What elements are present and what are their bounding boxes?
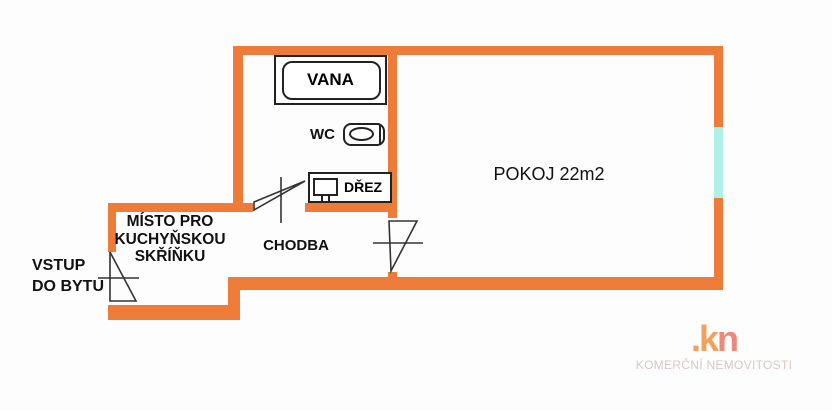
sink-label: DŘEZ [344, 179, 383, 195]
wall-bottom [228, 277, 723, 290]
sink-fixture: DŘEZ [308, 172, 392, 203]
bathtub-label: VANA [307, 70, 354, 89]
agency-logo: .kn KOMERČNÍ NEMOVITOSTI [624, 321, 804, 373]
bathtub-fixture: VANA [274, 55, 387, 105]
wall-bathroom-bottom [305, 203, 397, 212]
wall-left [108, 203, 116, 252]
logo-letter-n: n [717, 318, 739, 359]
logo-letter-k: k [698, 318, 719, 359]
bathtub-inner-rim [282, 61, 381, 100]
door-swing-entrance [98, 251, 139, 302]
toilet-fixture [343, 123, 385, 146]
sink-tap-line [328, 196, 330, 203]
toilet-tank-divider [379, 125, 381, 144]
wall-divider-stub [388, 272, 397, 277]
kn-logo-icon: .kn [624, 321, 804, 357]
kitchen-note-line1: MÍSTO PRO [126, 213, 214, 230]
toilet-label: WC [310, 126, 335, 143]
kitchen-cabinet-note: MÍSTO PRO KUCHYŇSKOU SKŘÍŇKU [105, 213, 235, 266]
entrance-label: VSTUP DO BYTU [32, 255, 104, 297]
door-swing-livingroom [373, 220, 423, 275]
wall-bathroom-left [233, 46, 243, 212]
wall-divider-pokoj [388, 46, 397, 218]
kitchen-note-line3: SKŘÍŇKU [134, 248, 206, 265]
wall-kitchen-top [108, 203, 253, 212]
entrance-label-line1: VSTUP [32, 257, 86, 274]
sink-basin [313, 178, 338, 196]
door-swing-bathroom [253, 177, 306, 223]
room-label-pokoj: POKOJ 22m2 [493, 164, 605, 184]
wall-top [233, 46, 723, 55]
logo-dot: . [690, 318, 701, 359]
logo-subtitle: KOMERČNÍ NEMOVITOSTI [635, 358, 793, 372]
entrance-label-line2: DO BYTU [32, 278, 104, 295]
toilet-bowl [349, 127, 374, 141]
window-right [714, 127, 723, 198]
sink-tap-line [321, 196, 323, 203]
wall-bottom-left [108, 305, 240, 320]
room-label-chodba: CHODBA [263, 237, 329, 254]
kitchen-note-line2: KUCHYŇSKOU [114, 230, 226, 248]
